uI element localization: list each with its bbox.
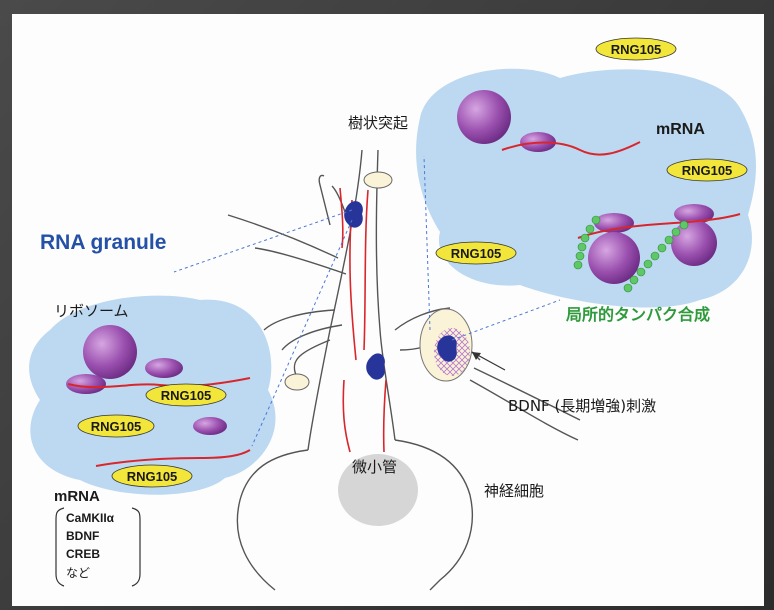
label-ribosome: リボソーム [54, 302, 129, 320]
rng-badge-text: RNG105 [451, 246, 502, 261]
granule-dot-1 [344, 201, 363, 228]
rng-badge-text: RNG105 [682, 163, 733, 178]
rng-badge: RNG105 [436, 242, 516, 264]
rng-badge-text: RNG105 [91, 419, 142, 434]
mrna-list: CaMKIIα BDNF CREB など [56, 508, 140, 586]
label-bdnf-stimulus: BDNF (長期増強)刺激 [508, 397, 656, 415]
ribosome-l2 [145, 358, 183, 378]
rng-badge-text: RNG105 [127, 469, 178, 484]
label-microtubule: 微小管 [352, 458, 397, 476]
label-rna-granule: RNA granule [40, 231, 166, 254]
rng-badge-text: RNG105 [161, 388, 212, 403]
ribosome-l4 [193, 417, 227, 435]
mrna-list-item: CREB [66, 547, 100, 561]
spine-left [285, 374, 309, 390]
mrna-list-item: BDNF [66, 529, 99, 543]
rng-badge: RNG105 [667, 159, 747, 181]
label-mrna-bottom: mRNA [54, 488, 100, 505]
label-neuron: 神経細胞 [484, 482, 544, 500]
ribosome-l1 [83, 325, 137, 379]
rng-badge-text: RNG105 [611, 42, 662, 57]
mrna-list-item: CaMKIIα [66, 511, 115, 525]
granule-dot-2 [366, 353, 385, 379]
ribosome-r1 [457, 90, 511, 144]
ribosome-r6 [671, 220, 717, 266]
label-mrna-top: mRNA [656, 121, 705, 138]
spine-top [364, 172, 392, 188]
rng-badge: RNG105 [596, 38, 676, 60]
rng-badge: RNG105 [146, 384, 226, 406]
mrna-list-item: など [66, 566, 90, 580]
rng-badge: RNG105 [78, 415, 154, 437]
label-local-synthesis: 局所的タンパク合成 [566, 305, 710, 324]
label-dendrite: 樹状突起 [348, 114, 408, 132]
axon-lines [470, 352, 580, 440]
rng-badge: RNG105 [112, 465, 192, 487]
